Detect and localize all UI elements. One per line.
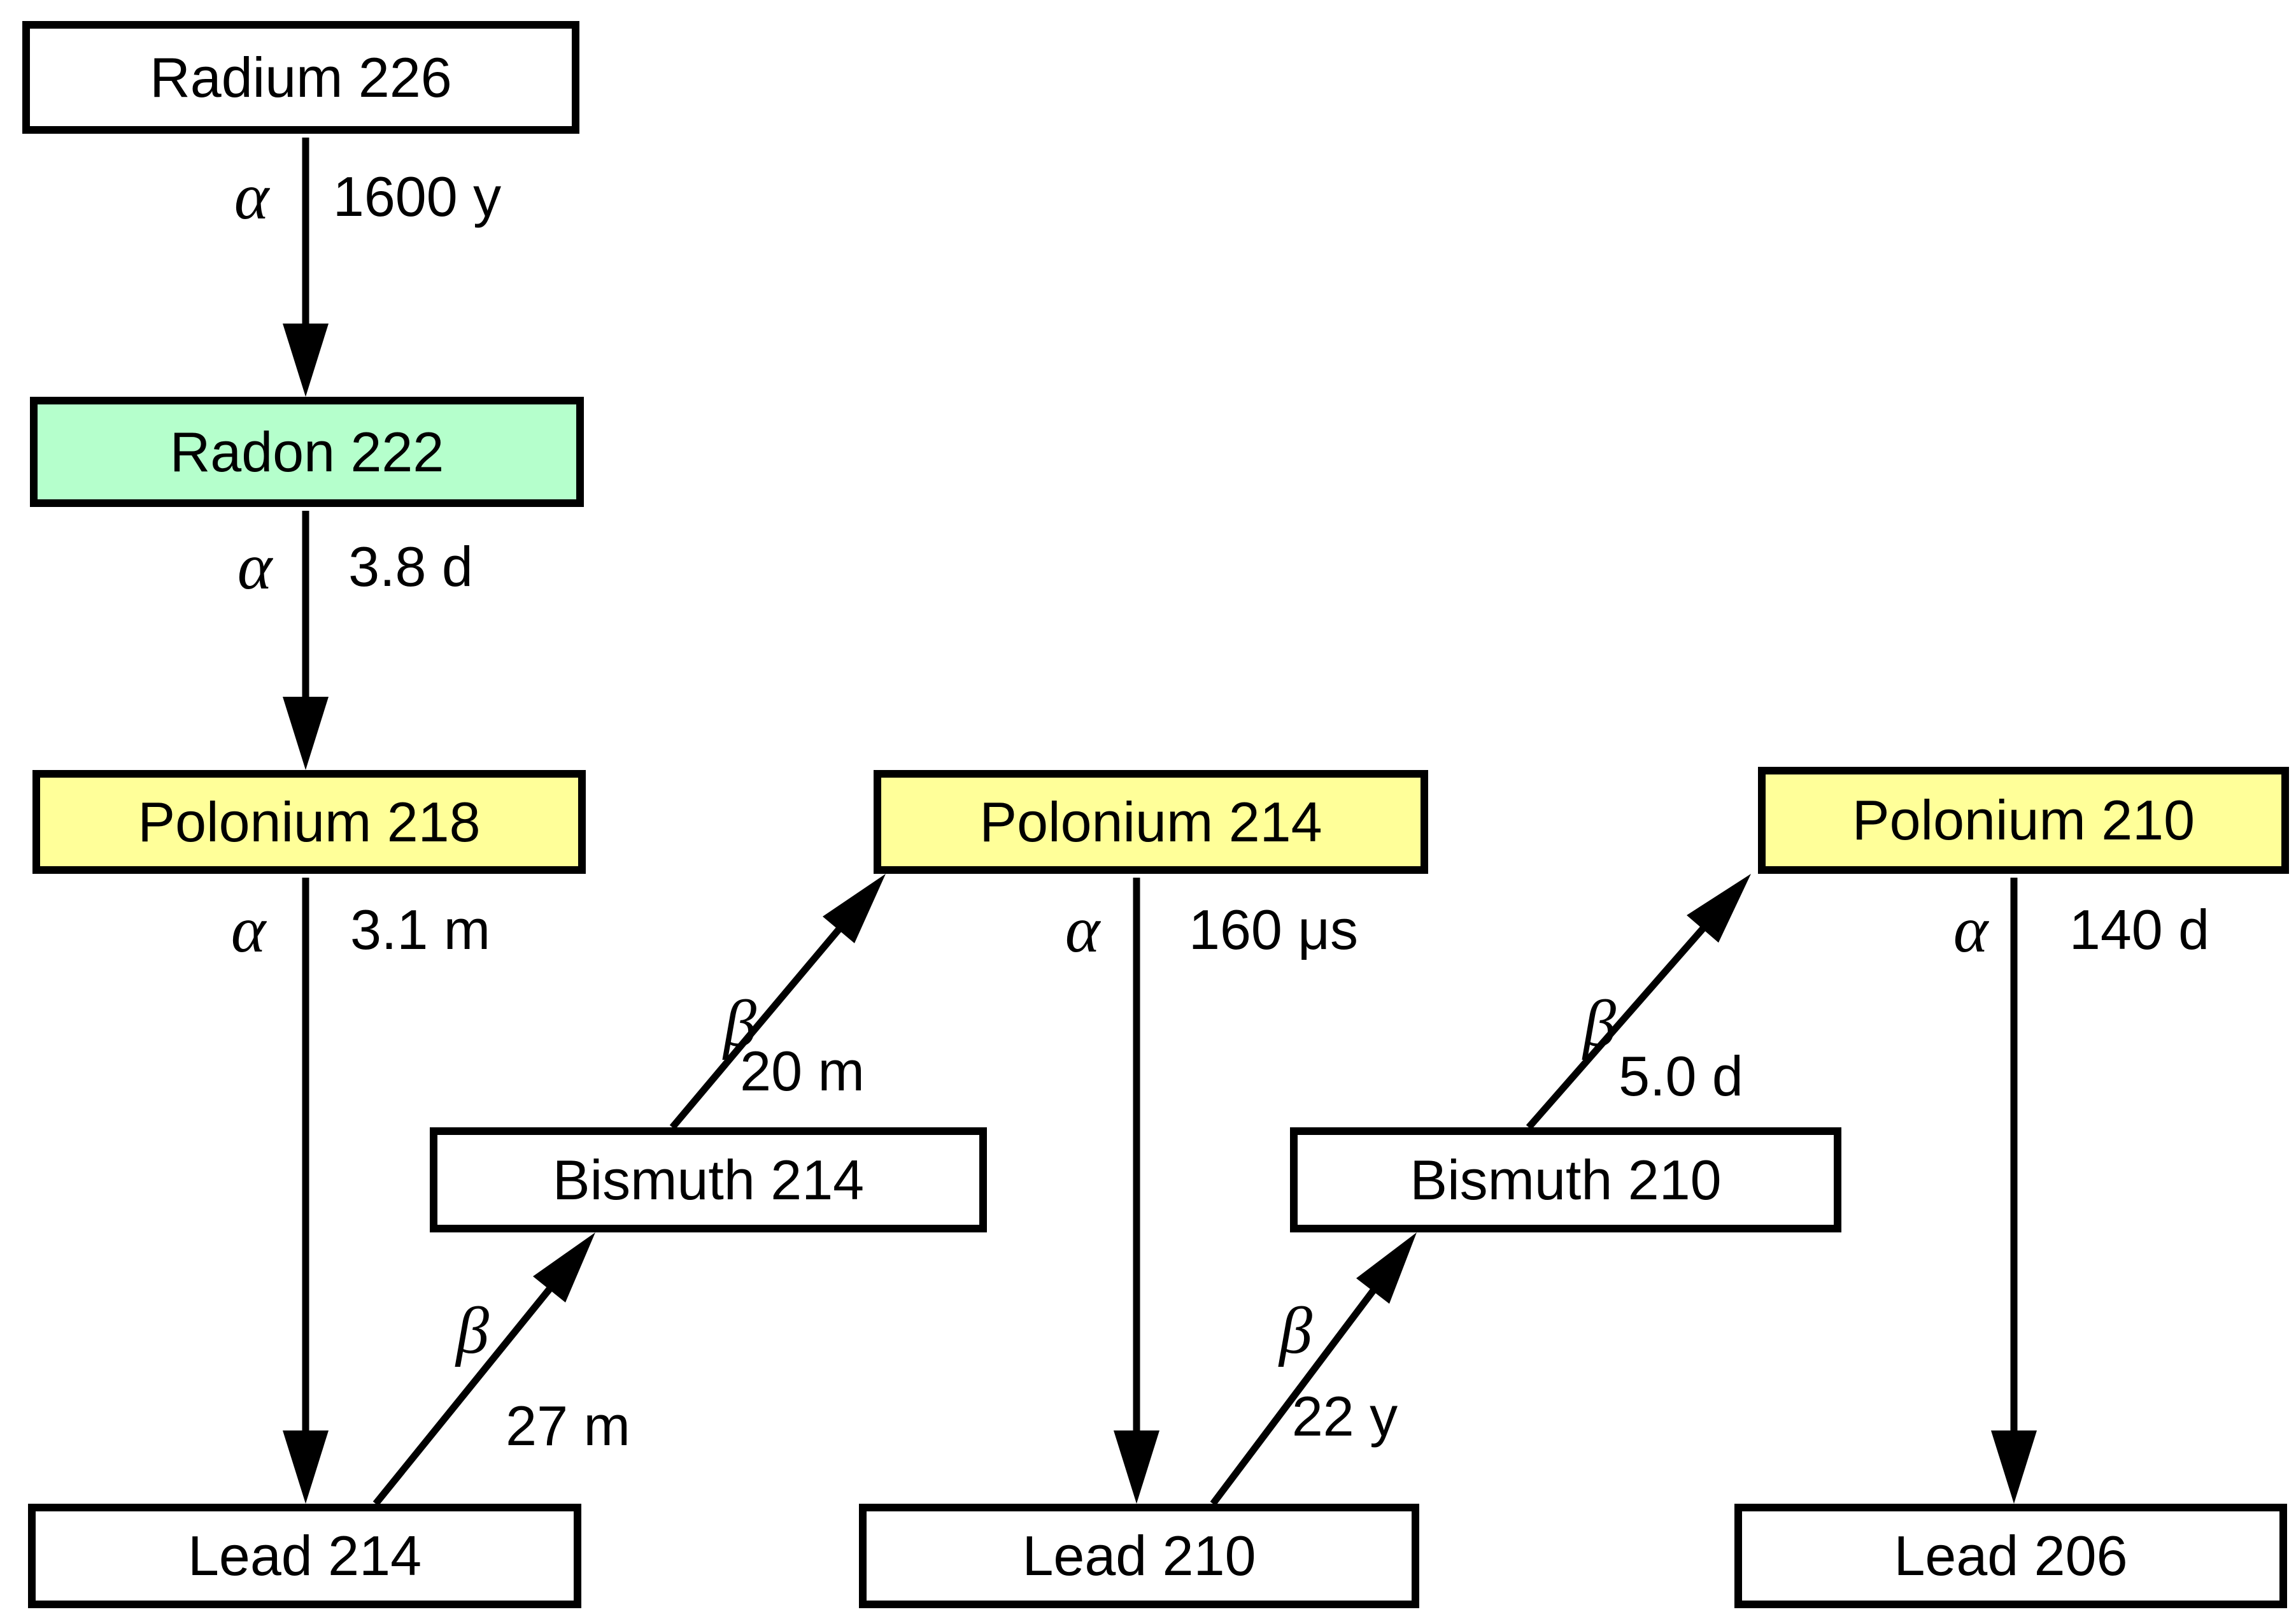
decay-halflife-label-radon-222: 3.8 d: [348, 535, 473, 598]
decay-arrowhead-icon: [533, 1232, 595, 1302]
decay-particle-label-polonium-210: α: [1953, 893, 1988, 966]
decay-particle-label-lead-214: β: [456, 1294, 489, 1367]
decay-line: [1210, 1285, 1378, 1506]
decay-halflife-label-polonium-214: 160 μs: [1189, 898, 1358, 961]
decay-arrow-bismuth-210-to-polonium-210: [1526, 874, 1751, 1130]
decay-arrow-bismuth-214-to-polonium-214: [669, 874, 886, 1130]
node-lead-206: Lead 206: [1734, 1504, 2287, 1608]
decay-arrowhead-icon: [1687, 874, 1751, 943]
decay-arrow-lead-210-to-bismuth-210: [1210, 1232, 1417, 1506]
decay-arrowhead-icon: [1356, 1232, 1417, 1304]
decay-particle-label-polonium-214: α: [1065, 893, 1100, 966]
decay-halflife-label-bismuth-214: 20 m: [740, 1039, 865, 1102]
decay-halflife-label-lead-210: 22 y: [1291, 1385, 1398, 1448]
decay-particle-label-lead-210: β: [1279, 1294, 1312, 1367]
node-polonium-210: Polonium 210: [1758, 767, 2289, 874]
decay-halflife-label-lead-214: 27 m: [506, 1394, 630, 1457]
decay-line: [1526, 924, 1708, 1130]
decay-halflife-label-polonium-218: 3.1 m: [350, 898, 491, 961]
decay-particle-label-polonium-218: α: [230, 893, 266, 966]
decay-particle-label-radium-226: α: [234, 160, 269, 233]
node-polonium-214: Polonium 214: [874, 770, 1428, 874]
node-bismuth-214: Bismuth 214: [430, 1127, 987, 1232]
decay-line: [669, 924, 844, 1130]
node-radon-222: Radon 222: [30, 397, 584, 507]
decay-particle-label-radon-222: α: [237, 530, 273, 603]
decay-particle-label-bismuth-210: β: [1583, 987, 1616, 1060]
decay-arrow-polonium-218-to-lead-214: [283, 878, 329, 1504]
decay-arrowhead-icon: [283, 324, 329, 397]
decay-arrow-polonium-214-to-lead-210: [1114, 878, 1159, 1504]
node-lead-210: Lead 210: [859, 1504, 1419, 1608]
decay-arrow-polonium-210-to-lead-206: [1991, 878, 2037, 1504]
decay-arrow-lead-214-to-bismuth-214: [372, 1232, 595, 1506]
decay-line: [372, 1283, 555, 1506]
decay-halflife-label-radium-226: 1600 y: [332, 165, 502, 228]
decay-arrowhead-icon: [283, 697, 329, 770]
decay-particle-label-bismuth-214: β: [723, 987, 756, 1060]
decay-arrow-radon-222-to-polonium-218: [283, 511, 329, 770]
decay-arrowhead-icon: [283, 1430, 329, 1504]
node-polonium-218: Polonium 218: [32, 770, 586, 874]
decay-halflife-label-bismuth-210: 5.0 d: [1619, 1045, 1743, 1108]
node-bismuth-210: Bismuth 210: [1290, 1127, 1841, 1232]
node-radium-226: Radium 226: [22, 21, 579, 134]
decay-arrowhead-icon: [1991, 1430, 2037, 1504]
decay-arrow-radium-226-to-radon-222: [283, 138, 329, 397]
decay-arrowhead-icon: [1114, 1430, 1159, 1504]
decay-arrowhead-icon: [823, 874, 886, 943]
node-lead-214: Lead 214: [28, 1504, 581, 1608]
decay-halflife-label-polonium-210: 140 d: [2069, 898, 2210, 961]
